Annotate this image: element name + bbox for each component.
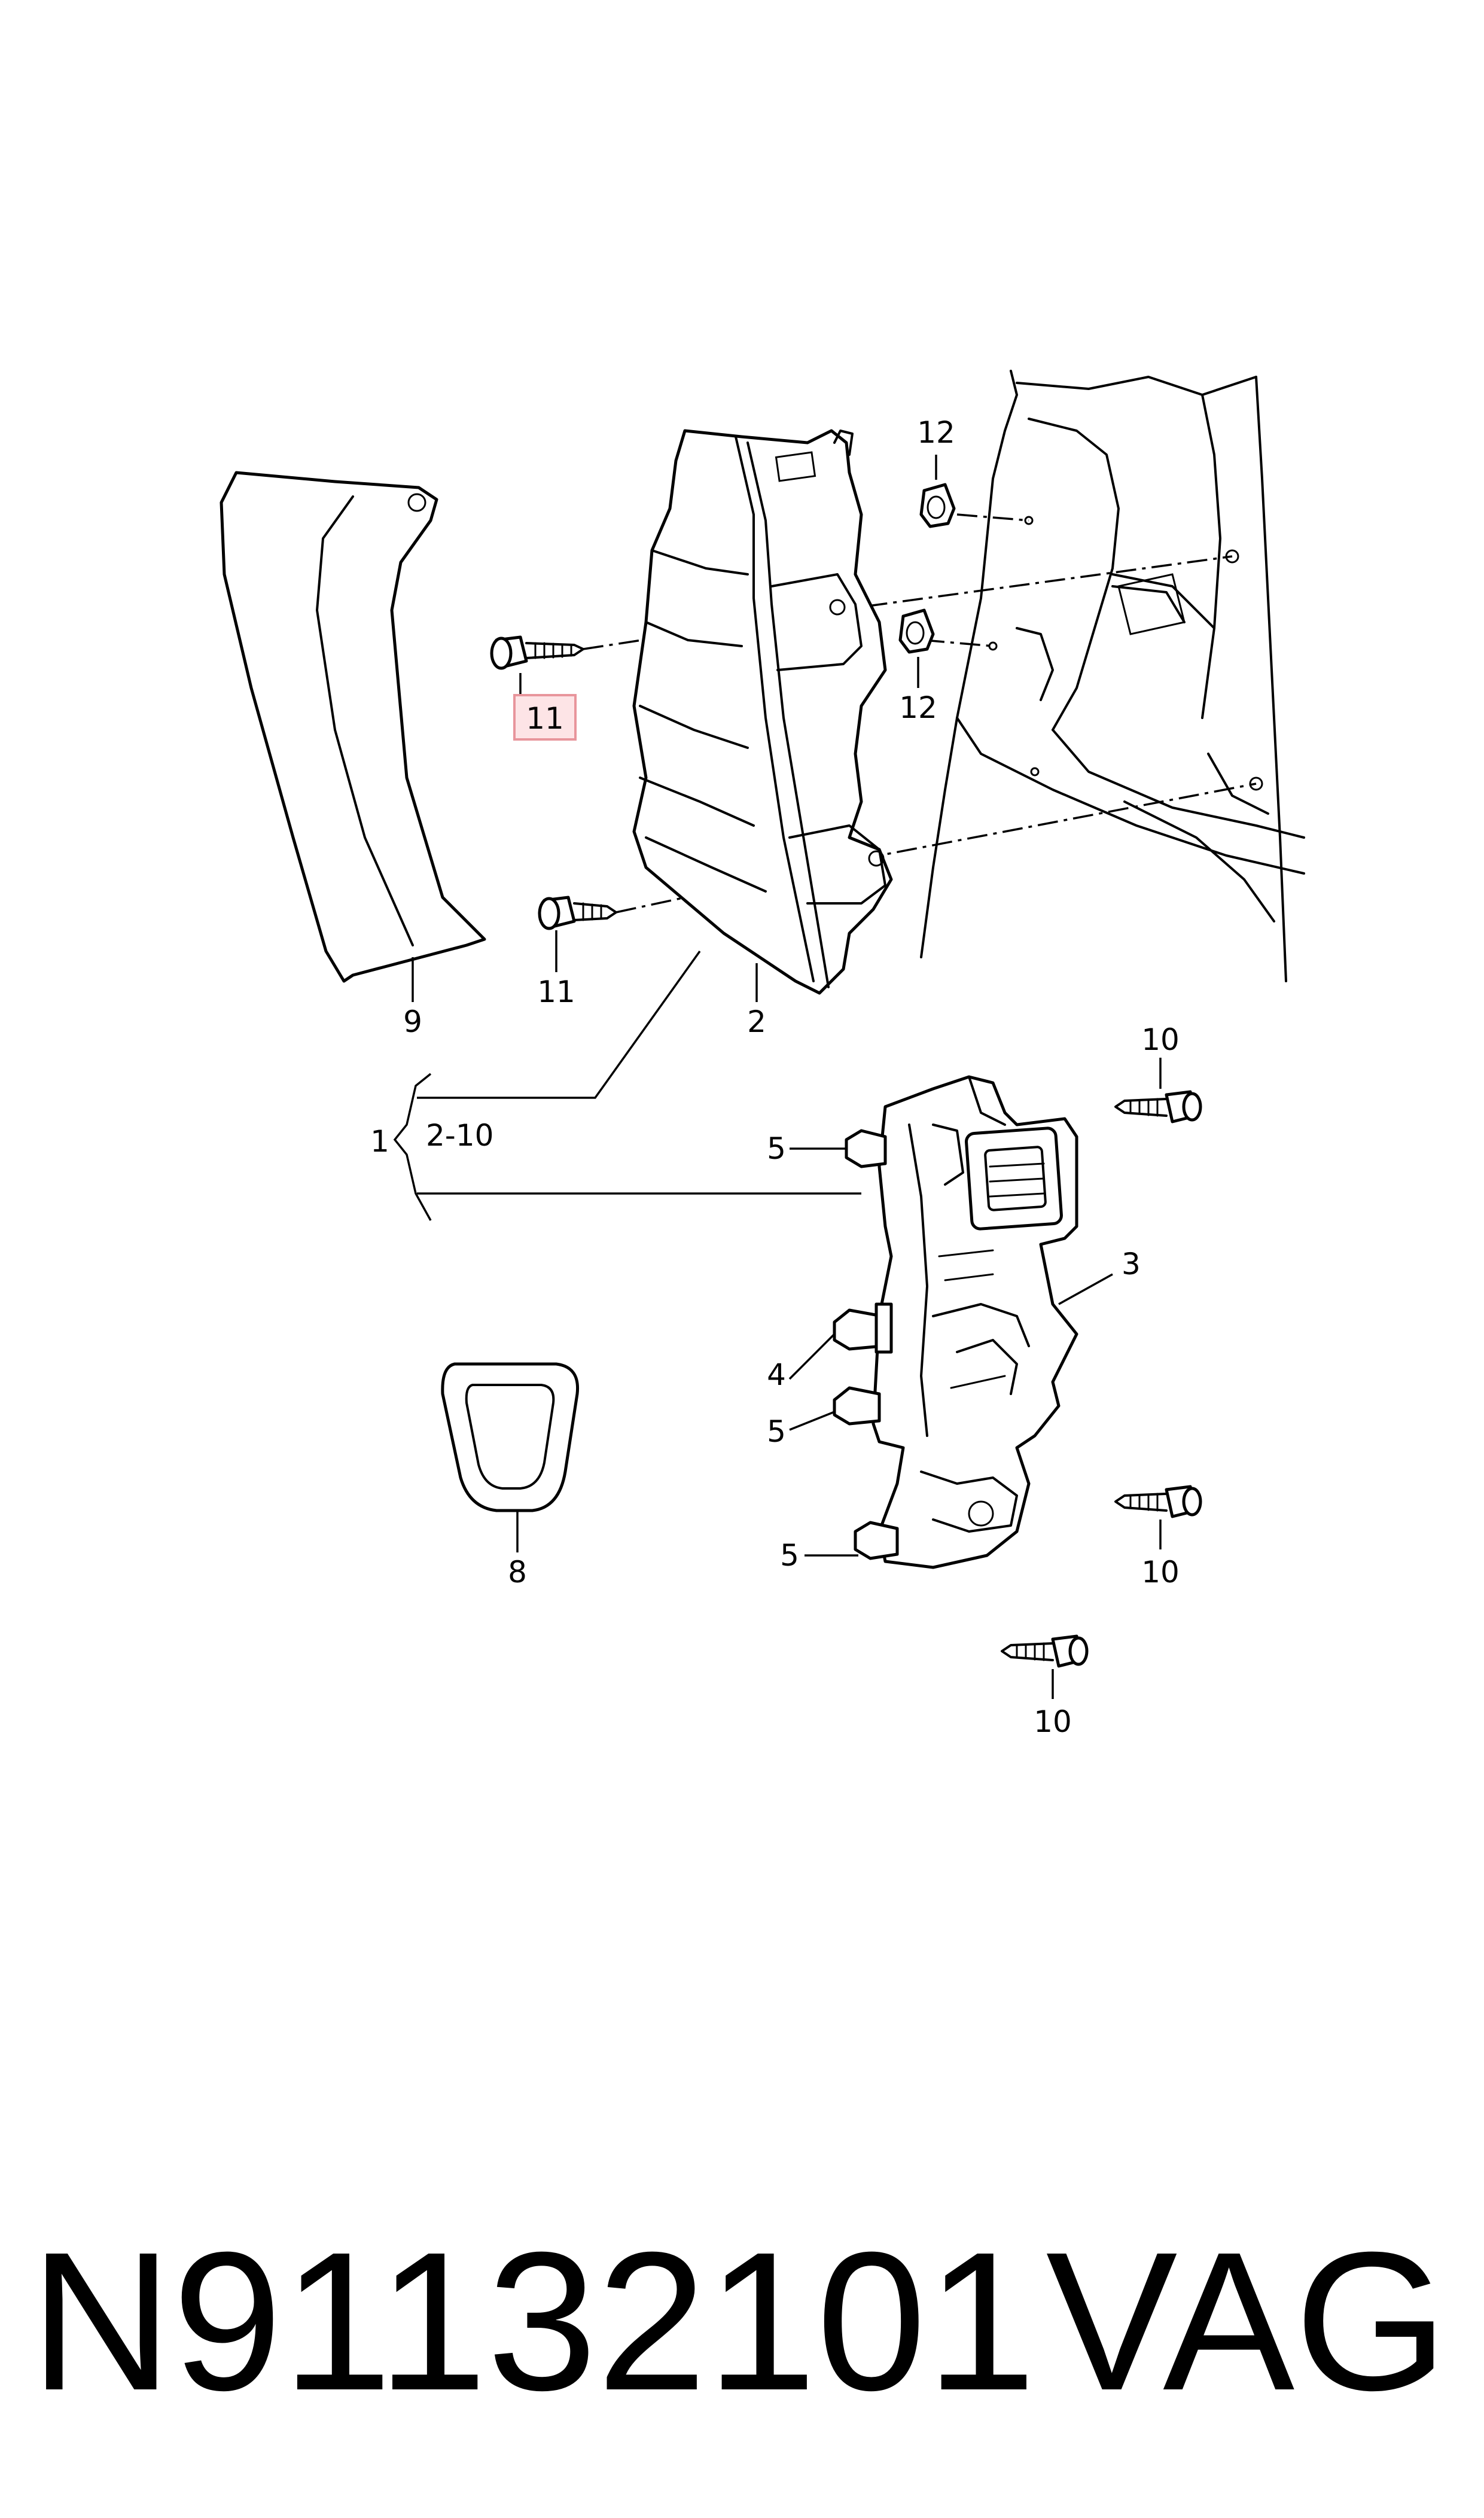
part-2-lamp-housing xyxy=(632,429,893,995)
callout-5-bottom: 5 xyxy=(780,1538,799,1573)
vehicle-body-panel xyxy=(920,370,1305,982)
part-4-bulb xyxy=(833,1302,893,1354)
part-12-grommet-lower xyxy=(898,608,935,654)
part-number: N91132101 xyxy=(30,2211,1037,2431)
part-11-screw-lower xyxy=(538,896,617,930)
leader-lines xyxy=(393,455,1162,1699)
highlight-box-11 xyxy=(513,694,577,741)
brand-label: VAG xyxy=(1046,2211,1448,2431)
part-5-bulb-middle xyxy=(833,1386,881,1426)
callout-9: 9 xyxy=(403,1004,422,1039)
part-10-screw-middle xyxy=(1114,1485,1202,1518)
callout-labels: 1 2-10 2 3 4 5 5 5 8 9 10 10 10 11 11 12… xyxy=(370,415,1180,1739)
callout-12-lower: 12 xyxy=(899,690,937,725)
callout-8: 8 xyxy=(508,1555,527,1590)
callout-5-middle: 5 xyxy=(767,1414,786,1449)
callout-11-highlighted: 11 xyxy=(526,701,564,736)
part-5-bulb-top xyxy=(845,1129,887,1168)
callout-10-middle: 10 xyxy=(1141,1555,1180,1590)
part-8-seal xyxy=(441,1362,580,1512)
part-12-grommet-upper xyxy=(919,483,956,528)
callout-range-2-10: 2-10 xyxy=(426,1118,493,1153)
callout-12-upper: 12 xyxy=(917,415,955,450)
callout-10-bottom: 10 xyxy=(1034,1704,1072,1739)
callout-2: 2 xyxy=(747,1004,766,1039)
part-9-cover-trim xyxy=(220,471,486,983)
callout-1: 1 xyxy=(370,1124,389,1159)
part-3-bulb-carrier xyxy=(871,1075,1078,1569)
callout-4: 4 xyxy=(767,1357,786,1392)
part-11-screw-upper xyxy=(490,635,584,670)
callout-11-lower: 11 xyxy=(537,975,575,1009)
callout-3: 3 xyxy=(1122,1247,1141,1281)
callout-10-top: 10 xyxy=(1141,1022,1180,1057)
part-5-bulb-bottom xyxy=(854,1521,899,1560)
callout-5-top: 5 xyxy=(767,1131,786,1166)
part-10-screw-top xyxy=(1114,1090,1202,1123)
part-10-screw-bottom xyxy=(1001,1634,1089,1668)
